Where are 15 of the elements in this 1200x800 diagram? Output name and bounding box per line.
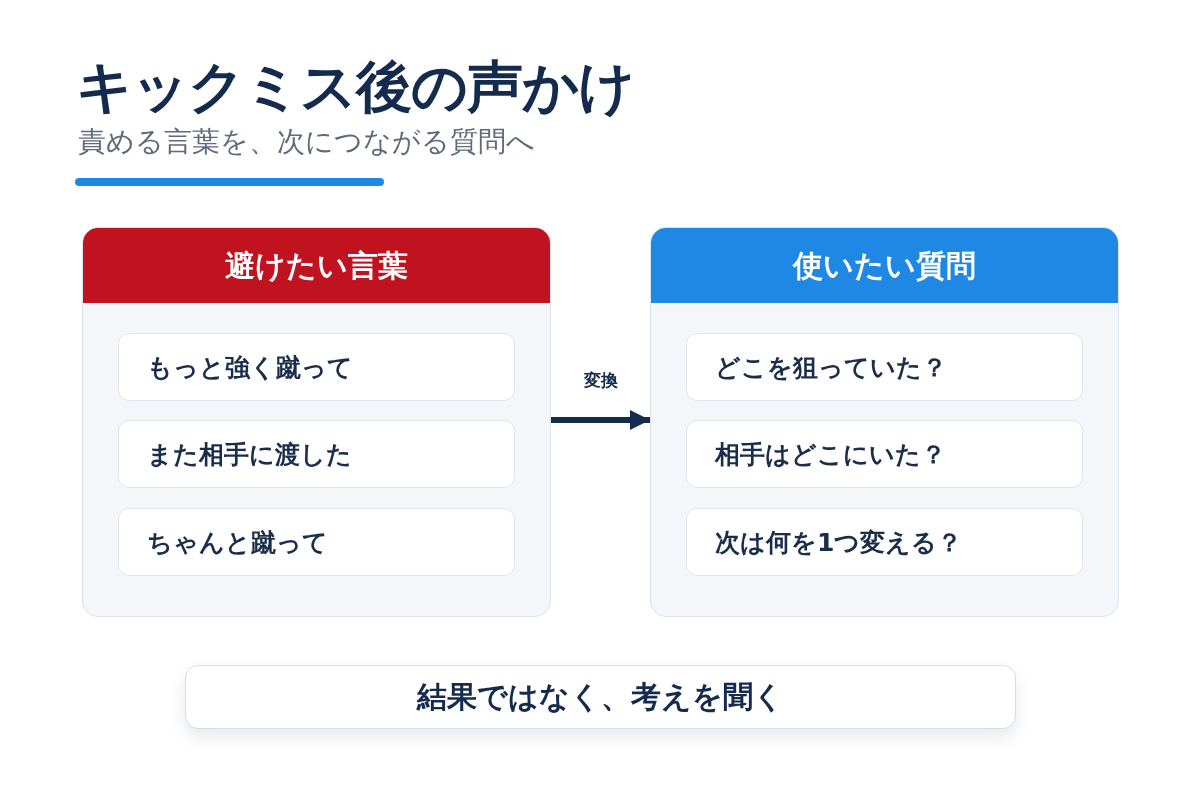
arrow xyxy=(551,409,650,431)
panel xyxy=(650,227,1119,617)
subtitle: 責める言葉を、次につながる質問へ xyxy=(78,124,535,160)
phrase-card: どこを狙っていた？ xyxy=(686,333,1083,401)
panel xyxy=(82,227,551,617)
panel-header: 使いたい質問 xyxy=(651,228,1118,303)
panel-header: 避けたい言葉 xyxy=(83,228,550,303)
phrase-card: 相手はどこにいた？ xyxy=(686,420,1083,488)
message-box: 結果ではなく、考えを聞く xyxy=(185,665,1016,729)
phrase-card: 次は何を1つ変える？ xyxy=(686,508,1083,576)
phrase-card: また相手に渡した xyxy=(118,420,515,488)
title: キックミス後の声かけ xyxy=(76,55,634,119)
phrase-card: もっと強く蹴って xyxy=(118,333,515,401)
phrase-card: ちゃんと蹴って xyxy=(118,508,515,576)
edge-label: 変換 xyxy=(583,369,618,391)
